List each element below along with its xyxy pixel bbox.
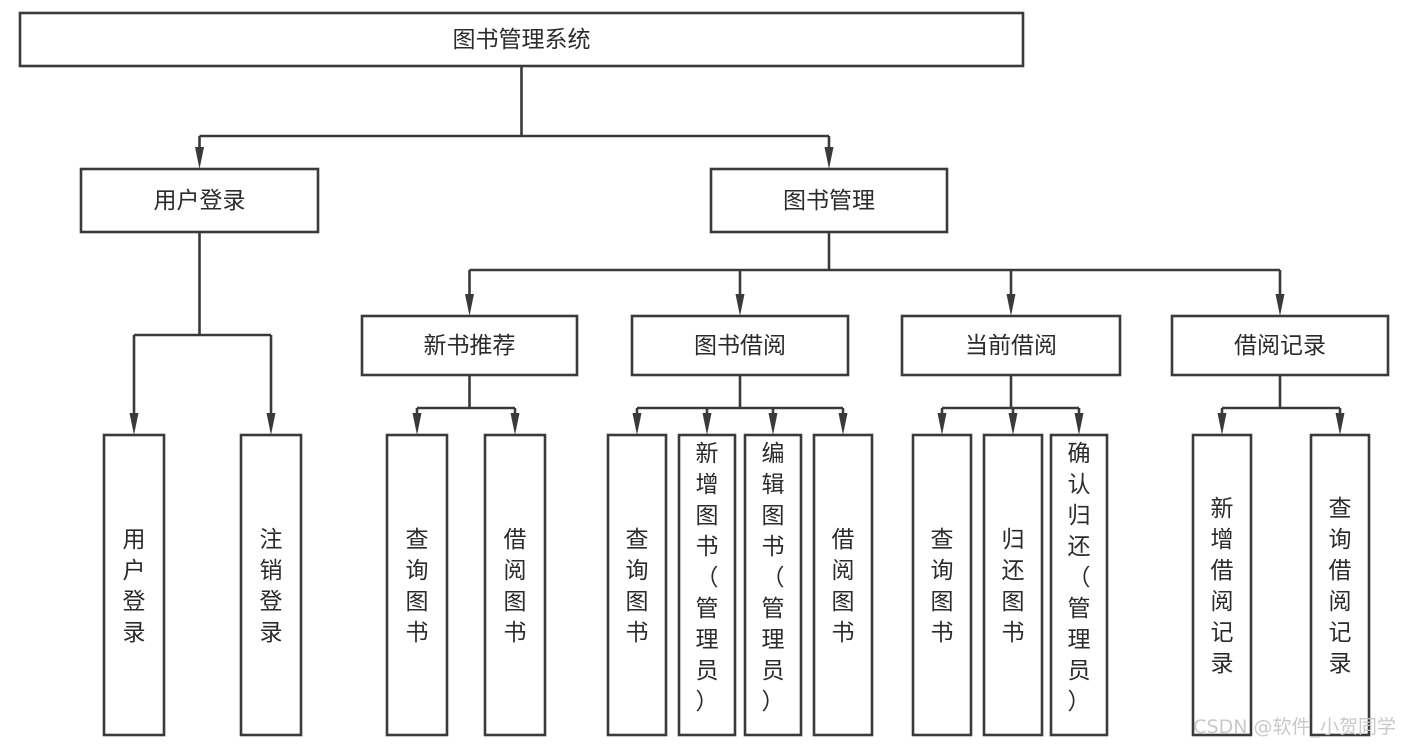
node-label: 新书推荐 [424, 333, 516, 359]
node-leaf-query-borrow-record[interactable]: 查询借阅记录 [1309, 433, 1371, 737]
node-leaf-user-login[interactable]: 用户登录 [102, 433, 166, 737]
arrow-head-icon [266, 413, 276, 435]
arrow-head-icon [1217, 413, 1227, 435]
node-box [606, 433, 668, 737]
node-box [911, 433, 973, 737]
node-book-management[interactable]: 图书管理 [709, 167, 949, 234]
arrow-head-icon [1074, 413, 1084, 435]
node-label: 图书管理系统 [453, 27, 591, 53]
node-leaf-confirm-return-admin[interactable]: 确认归还（管理员） [1049, 433, 1109, 737]
node-leaf-edit-book-admin[interactable]: 编辑图书（管理员） [743, 433, 803, 737]
node-box [79, 167, 320, 234]
node-label: 查询图书 [931, 527, 954, 646]
node-borrow-record[interactable]: 借阅记录 [1170, 314, 1390, 377]
arrow-head-icon [465, 294, 474, 316]
node-box [982, 433, 1044, 737]
arrow-head-icon [1006, 294, 1016, 316]
node-box [1170, 314, 1390, 377]
node-new-book-recommend[interactable]: 新书推荐 [360, 314, 579, 377]
node-box [102, 433, 166, 737]
node-box [18, 11, 1025, 68]
node-leaf-query-book-recommend[interactable]: 查询图书 [385, 433, 449, 737]
node-label: 图书借阅 [694, 333, 786, 359]
node-leaf-return-book[interactable]: 归还图书 [982, 433, 1044, 737]
node-label: 查询图书 [406, 527, 429, 646]
node-label: 确认归还（管理员） [1068, 441, 1091, 715]
arrow-head-icon [195, 147, 204, 169]
node-label: 用户登录 [123, 527, 146, 646]
node-leaf-borrow-book-borrow[interactable]: 借阅图书 [812, 433, 874, 737]
node-box [1309, 433, 1371, 737]
node-leaf-query-book-borrow[interactable]: 查询图书 [606, 433, 668, 737]
node-label: 用户登录 [154, 188, 246, 214]
node-label: 借阅图书 [504, 527, 527, 646]
connector-layer [129, 66, 1345, 435]
node-box [385, 433, 449, 737]
node-layer: 图书管理系统用户登录图书管理新书推荐图书借阅当前借阅借阅记录用户登录注销登录查询… [18, 11, 1390, 737]
node-label: 查询借阅记录 [1329, 496, 1352, 677]
arrow-head-icon [768, 413, 778, 435]
node-label: 新增借阅记录 [1211, 496, 1234, 677]
node-leaf-logout-login[interactable]: 注销登录 [239, 433, 303, 737]
arrow-head-icon [838, 413, 848, 435]
node-box [1049, 433, 1109, 737]
node-root[interactable]: 图书管理系统 [18, 11, 1025, 68]
arrow-head-icon [735, 294, 745, 316]
node-label: 当前借阅 [965, 333, 1057, 359]
node-box [483, 433, 547, 737]
node-box [743, 433, 803, 737]
node-box [900, 314, 1122, 377]
node-leaf-add-book-admin[interactable]: 新增图书（管理员） [677, 433, 737, 737]
node-box [360, 314, 579, 377]
arrow-head-icon [632, 413, 642, 435]
node-label: 图书管理 [783, 188, 875, 214]
node-box [677, 433, 737, 737]
arrow-head-icon [824, 147, 834, 169]
node-label: 查询图书 [626, 527, 649, 646]
node-label: 编辑图书（管理员） [762, 441, 785, 715]
node-leaf-query-book-current[interactable]: 查询图书 [911, 433, 973, 737]
arrow-head-icon [412, 413, 422, 435]
node-leaf-borrow-book-recommend[interactable]: 借阅图书 [483, 433, 547, 737]
node-label: 借阅记录 [1234, 333, 1326, 359]
node-leaf-add-borrow-record[interactable]: 新增借阅记录 [1191, 433, 1253, 737]
arrow-head-icon [937, 413, 947, 435]
node-box [630, 314, 850, 377]
node-label: 新增图书（管理员） [696, 441, 719, 715]
arrow-head-icon [1275, 294, 1285, 316]
node-box [1191, 433, 1253, 737]
arrow-head-icon [1335, 413, 1345, 435]
arrow-head-icon [702, 413, 712, 435]
arrow-head-icon [129, 413, 139, 435]
node-user-login[interactable]: 用户登录 [79, 167, 320, 234]
arrow-head-icon [510, 413, 520, 435]
node-label: 归还图书 [1002, 527, 1025, 646]
node-current-borrow[interactable]: 当前借阅 [900, 314, 1122, 377]
node-label: 注销登录 [260, 527, 283, 646]
node-box [239, 433, 303, 737]
node-book-borrow[interactable]: 图书借阅 [630, 314, 850, 377]
node-box [812, 433, 874, 737]
csdn-watermark: CSDN @软件_小贺同学 [1193, 716, 1396, 738]
node-label: 借阅图书 [832, 527, 855, 646]
node-box [709, 167, 949, 234]
arrow-head-icon [1008, 413, 1018, 435]
